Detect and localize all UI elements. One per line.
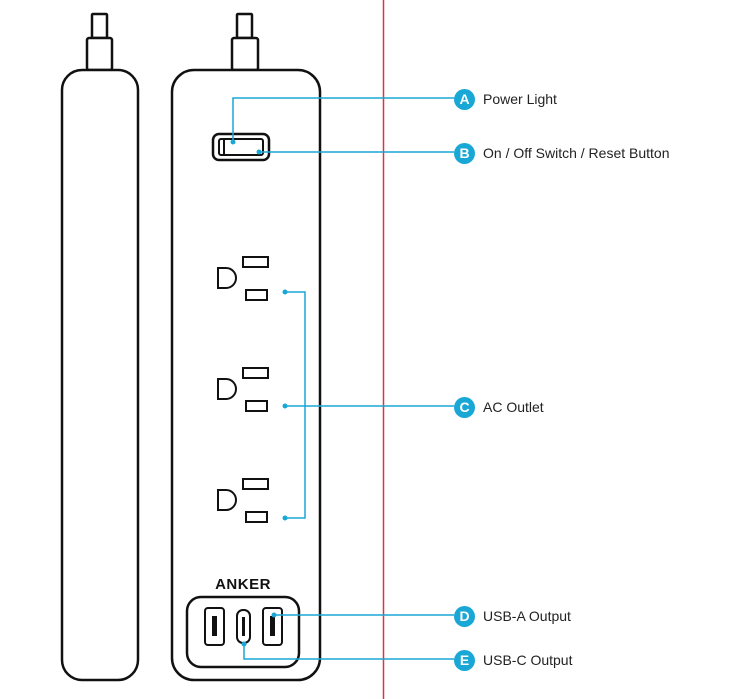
callout-power-light: A Power Light [454, 87, 557, 111]
upper-slot-3 [242, 478, 269, 490]
front-view [170, 12, 322, 682]
usb-a-port-right-tongue [270, 616, 275, 636]
leader-line-ac-bracket [286, 291, 306, 519]
leader-dot-ac-3 [282, 515, 288, 521]
front-view-cord-boot [230, 36, 260, 72]
lower-slot-3 [245, 511, 268, 523]
callout-badge-d: D [454, 605, 475, 627]
switch-rocker [218, 138, 264, 156]
side-view [60, 12, 140, 682]
leader-line-power-light [232, 97, 454, 140]
callout-usb-a: D USB-A Output [454, 604, 571, 628]
leader-dots [230, 139, 288, 647]
ground-pin-3 [217, 489, 237, 511]
callout-label-usb-c: USB-C Output [483, 652, 573, 668]
callout-badge-b: B [454, 142, 475, 164]
upper-slot-1 [242, 256, 269, 268]
leader-dot-switch [256, 149, 262, 155]
front-view-plug-tip [235, 12, 254, 40]
ac-outlet-2 [217, 367, 269, 412]
brand-label: ANKER [215, 576, 271, 593]
ac-outlet-3 [217, 478, 269, 523]
front-view-body [170, 68, 322, 682]
side-view-plug-tip [90, 12, 109, 40]
ac-outlet-1 [217, 256, 269, 301]
callout-label-switch: On / Off Switch / Reset Button [483, 145, 670, 161]
callout-ac-outlet: C AC Outlet [454, 395, 544, 419]
callout-usb-c: E USB-C Output [454, 648, 572, 672]
usb-a-port-left-tongue [212, 616, 217, 636]
usb-a-port-left [204, 607, 225, 646]
callout-label-usb-a: USB-A Output [483, 608, 571, 624]
usb-c-port-tongue [242, 617, 245, 636]
leader-lines [232, 97, 454, 660]
callout-label-ac-outlet: AC Outlet [483, 399, 544, 415]
side-view-cord-boot [85, 36, 114, 72]
leader-dot-usb-c [241, 641, 247, 647]
leader-dot-usb-a [271, 612, 277, 618]
upper-slot-2 [242, 367, 269, 379]
leader-dot-ac-1 [282, 289, 288, 295]
usb-a-port-right [262, 607, 283, 646]
ground-pin-1 [217, 267, 237, 289]
callout-badge-c: C [454, 396, 475, 418]
leader-dot-ac-2 [282, 403, 288, 409]
ground-pin-2 [217, 378, 237, 400]
callout-label-power-light: Power Light [483, 91, 557, 107]
callout-badge-a: A [454, 88, 475, 110]
callout-badge-e: E [454, 649, 475, 671]
lower-slot-1 [245, 289, 268, 301]
leader-line-usb-c [243, 644, 454, 660]
side-view-body [60, 68, 140, 682]
callout-switch: B On / Off Switch / Reset Button [454, 141, 670, 165]
lower-slot-2 [245, 400, 268, 412]
leader-dot-power-light [230, 139, 236, 145]
